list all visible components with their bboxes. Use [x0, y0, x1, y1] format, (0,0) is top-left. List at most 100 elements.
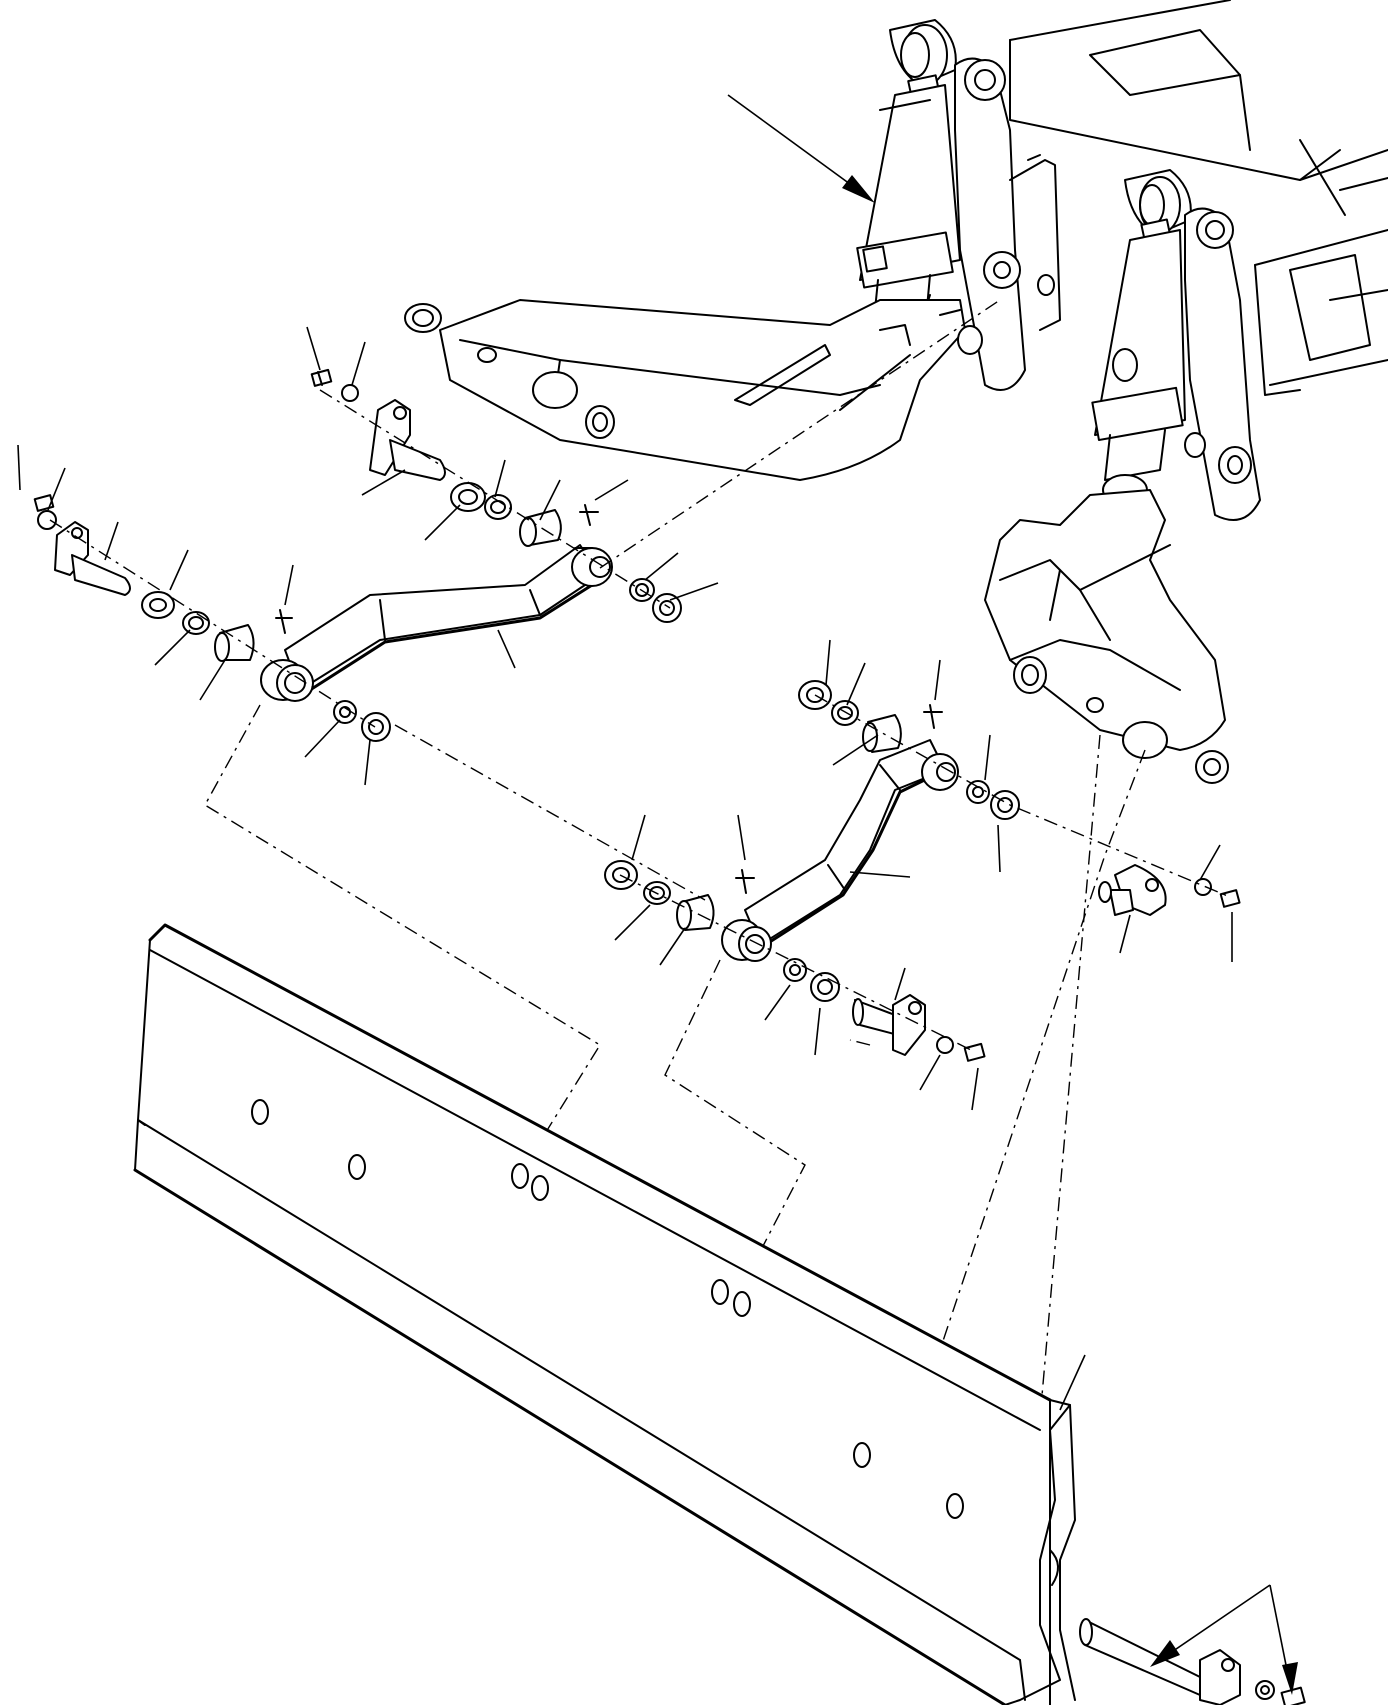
bolt	[1280, 1686, 1306, 1705]
washer	[404, 303, 442, 333]
callout-leader	[631, 814, 646, 861]
bolt	[317, 371, 323, 386]
washer	[37, 510, 57, 530]
callout-leader	[669, 582, 719, 601]
pin	[1221, 1658, 1235, 1672]
callout-leader	[934, 659, 941, 701]
shim	[635, 583, 649, 597]
bushing	[519, 517, 537, 547]
callout-leader	[47, 467, 66, 511]
cylinder-bracket-left	[954, 57, 1061, 391]
callout-leader	[894, 967, 906, 1001]
washer	[612, 867, 630, 883]
washer	[1013, 656, 1047, 694]
lift-arm-left	[439, 299, 983, 481]
callout-leader	[424, 504, 461, 541]
center-lines	[49, 299, 1231, 1705]
arrow-head	[1282, 1662, 1298, 1695]
washer	[1255, 1680, 1275, 1700]
callout-leader	[919, 1054, 941, 1091]
callout-leader	[351, 341, 366, 386]
callout-leader	[199, 659, 226, 701]
callout-leader	[361, 469, 406, 496]
pin	[852, 998, 864, 1026]
grease-fitting	[923, 704, 943, 729]
shim	[649, 886, 665, 900]
grease-fitting	[735, 869, 755, 894]
washer	[368, 719, 384, 735]
pin	[71, 554, 131, 596]
blade	[133, 923, 1076, 1705]
callout-leader	[997, 824, 1001, 873]
callout-leader	[814, 1007, 821, 1056]
callout-leader	[497, 629, 516, 669]
washer	[1195, 750, 1229, 784]
cylinder-bracket-right	[1184, 207, 1261, 521]
pin-assembly-left-lower	[33, 494, 391, 742]
washer	[149, 598, 167, 612]
callout-leader	[1199, 844, 1221, 881]
callout-leader	[169, 549, 189, 591]
washer	[652, 593, 682, 623]
grease-fitting	[939, 309, 961, 316]
arrow-head	[842, 175, 875, 203]
washer	[997, 797, 1013, 813]
callout-leader	[154, 629, 191, 666]
frame	[1009, 0, 1388, 396]
shim	[831, 700, 859, 726]
shim	[783, 958, 807, 982]
grease-fitting	[579, 504, 599, 526]
callout-leader	[832, 734, 879, 766]
bolt	[963, 1042, 986, 1062]
bushing	[862, 722, 878, 752]
pin	[1079, 1618, 1093, 1646]
washer-hole	[1021, 664, 1039, 686]
bushing	[214, 632, 230, 662]
shim	[333, 700, 357, 724]
pin	[1145, 878, 1159, 892]
pin	[1084, 1619, 1206, 1696]
washer-hole	[412, 309, 434, 327]
callout-leader	[849, 871, 911, 878]
grease-fitting	[275, 609, 293, 634]
pin	[393, 406, 407, 420]
callout-leader	[971, 1067, 979, 1111]
washer	[1194, 878, 1212, 896]
callout-leader	[304, 719, 341, 758]
shim	[484, 494, 512, 520]
callout-leader	[644, 552, 679, 581]
lift-arm-right	[984, 489, 1226, 759]
pin	[908, 1001, 922, 1015]
pin	[1109, 889, 1134, 916]
callout-leader	[825, 639, 831, 686]
link-arm-left	[260, 544, 613, 702]
washer	[659, 600, 675, 616]
pin	[1098, 881, 1112, 903]
shim	[182, 611, 210, 635]
arrow-head	[1150, 1640, 1180, 1667]
callout-leaders	[17, 326, 1233, 1411]
callout-leader	[846, 662, 866, 706]
callout-leader	[1119, 914, 1131, 954]
washer	[141, 591, 175, 619]
callout-leader	[594, 479, 629, 501]
callout-leader	[659, 927, 686, 966]
pin-assembly-right-lower	[604, 860, 986, 1062]
shim	[339, 706, 351, 718]
washer-hole	[592, 412, 608, 432]
blade-pin-assembly	[1079, 1618, 1306, 1705]
callout-leader	[539, 479, 561, 521]
bolt	[1219, 889, 1241, 908]
callout-leader	[614, 904, 651, 941]
shim	[789, 964, 801, 976]
washer-hole	[1203, 758, 1221, 776]
callout-leader	[364, 739, 371, 786]
link-arm-right	[721, 739, 959, 962]
callout-leader	[17, 444, 21, 491]
bolt	[310, 368, 333, 387]
shim	[966, 780, 990, 804]
washer	[341, 384, 359, 402]
pin-assembly-left-upper	[310, 368, 682, 623]
